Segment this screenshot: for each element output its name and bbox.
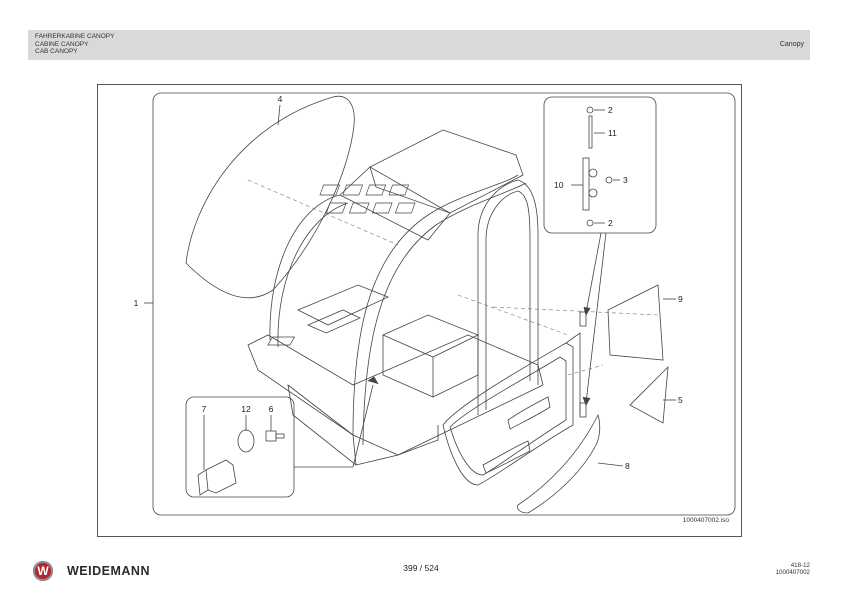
inner-frame (152, 92, 736, 516)
callout-4: 4 (278, 94, 283, 104)
weidemann-logo-icon: W (33, 561, 53, 581)
header-titles: FAHRERKABINE CANOPY CABINE CANOPY CAB CA… (35, 33, 114, 56)
cab-drawing: 1 4 2 11 10 3 2 9 5 8 7 12 6 (134, 92, 736, 516)
header-title-en: CAB CANOPY (35, 48, 78, 55)
callout-2-lower: 2 (608, 218, 613, 228)
hinge-upper (579, 311, 587, 327)
footer-logo: W WEIDEMANN (33, 560, 150, 582)
brand-name: WEIDEMANN (67, 564, 150, 578)
callout-8: 8 (625, 461, 630, 471)
callout-10: 10 (554, 180, 564, 190)
side-glass-lower (629, 365, 669, 424)
exploded-view-figure: 1 4 2 11 10 3 2 9 5 8 7 12 6 1000407002.… (97, 84, 742, 537)
callout-1: 1 (134, 298, 139, 308)
callout-12: 12 (241, 404, 251, 414)
callout-11: 11 (608, 128, 617, 138)
doc-code-line-2: 1000407002 (775, 569, 810, 577)
document-code: 418-12 1000407002 (776, 562, 810, 577)
hinge-lower (579, 402, 587, 418)
callout-6: 6 (269, 404, 274, 414)
header-title-de: FAHRERKABINE CANOPY (35, 33, 115, 40)
section-label: Canopy (779, 41, 804, 48)
callout-2-upper: 2 (608, 105, 613, 115)
header-bar: FAHRERKABINE CANOPY CABINE CANOPY CAB CA… (28, 30, 810, 60)
doc-code-line-1: 418-12 (790, 562, 810, 569)
side-glass-upper (607, 284, 664, 361)
small-parts-detail-box (185, 396, 295, 498)
callout-7: 7 (202, 404, 207, 414)
callout-5: 5 (678, 395, 683, 405)
windshield-glass (185, 95, 355, 299)
header-title-fr: CABINE CANOPY (35, 40, 89, 48)
drawing-code: 1000407002.iso (682, 517, 729, 524)
callout-3: 3 (623, 175, 628, 185)
page-number: 399 / 524 (403, 563, 439, 573)
callout-9: 9 (678, 294, 683, 304)
hinge-detail-box (543, 96, 657, 234)
